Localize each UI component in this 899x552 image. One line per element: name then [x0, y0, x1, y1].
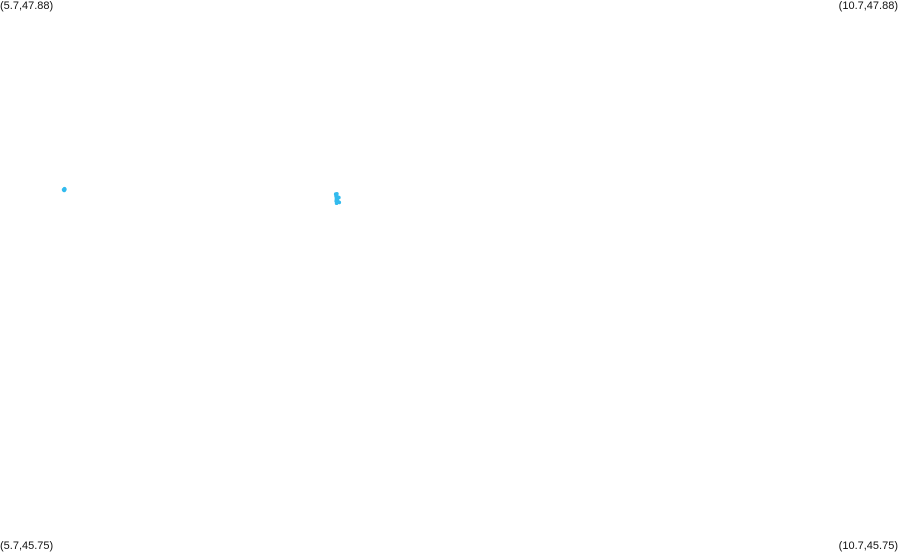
feature-west	[61, 186, 67, 193]
corner-label-top-right: (10.7,47.88)	[838, 0, 898, 12]
corner-label-top-left: (5.7,47.88)	[0, 0, 54, 12]
feature-center	[333, 192, 342, 205]
corner-label-bottom-left: (5.7,45.75)	[0, 540, 54, 552]
feature-center-point	[335, 198, 340, 202]
corner-label-bottom-right: (10.7,45.75)	[838, 540, 898, 552]
feature-center-point	[335, 192, 339, 196]
feature-west-point	[62, 186, 67, 191]
features-layer	[61, 186, 342, 205]
